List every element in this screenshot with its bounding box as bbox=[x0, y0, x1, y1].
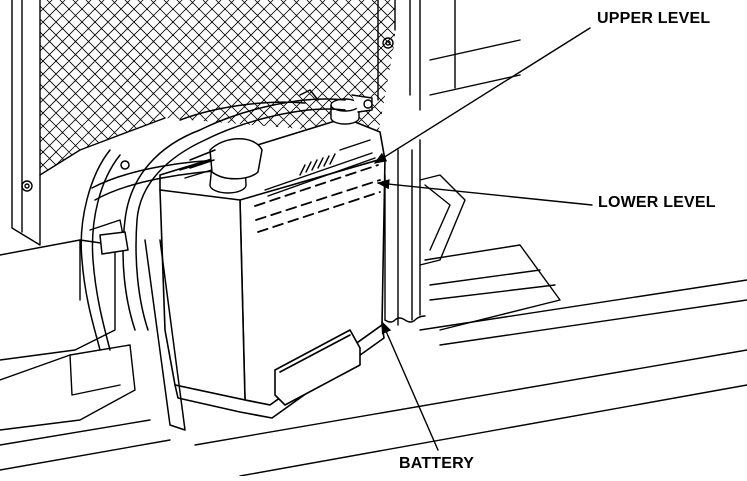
leader-arrows bbox=[373, 27, 593, 451]
right-structure bbox=[194, 0, 747, 477]
left-bracket bbox=[0, 219, 171, 471]
fluid-level-lines bbox=[254, 164, 381, 233]
battery-cables bbox=[80, 89, 346, 431]
lower-level-label: LOWER LEVEL bbox=[598, 194, 716, 211]
lower-level-arrow bbox=[376, 179, 593, 206]
battery-body bbox=[159, 117, 386, 419]
upper-level-label: UPPER LEVEL bbox=[597, 10, 711, 27]
battery-label: BATTERY bbox=[399, 455, 475, 472]
upper-level-arrow bbox=[373, 27, 591, 164]
battery-arrow bbox=[381, 320, 439, 451]
